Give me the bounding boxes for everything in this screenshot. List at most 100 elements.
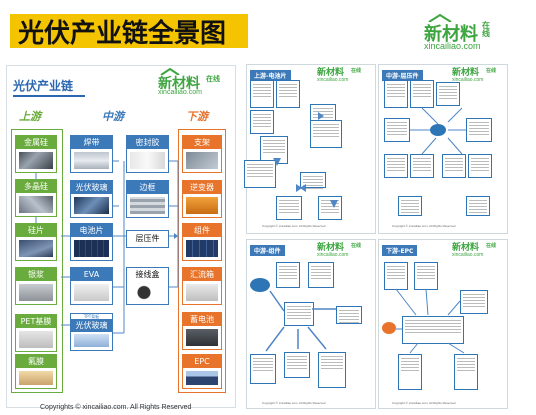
node-epc: EPC — [182, 354, 222, 389]
mini-box — [454, 354, 478, 390]
panel-copyright: Copyright © xincailiao.com. All Rights R… — [392, 224, 456, 228]
mini-box — [410, 80, 434, 108]
node-label: 边框 — [127, 181, 168, 194]
mini-box — [300, 172, 326, 188]
logo-tag: 在线 — [482, 21, 490, 38]
mini-box — [244, 160, 276, 188]
module-image — [186, 240, 218, 257]
logo-text: 新材料 — [158, 76, 200, 92]
mini-box — [318, 352, 346, 388]
panel-logo: 新材料 在线 xincailiao.com — [452, 239, 504, 261]
bracket-image — [186, 152, 218, 169]
logo-text: 新材料 — [317, 243, 345, 253]
pet-film-image — [19, 331, 53, 348]
logo-tag: 在线 — [486, 68, 497, 74]
logo-text: 新材料 — [317, 68, 345, 78]
mini-box — [250, 110, 274, 134]
mini-box — [284, 302, 314, 326]
node-ribbon: 焊带 — [70, 135, 113, 173]
mini-box — [250, 80, 274, 108]
node-label: 逆变器 — [183, 181, 221, 194]
node-combiner-box: 汇流箱 — [182, 267, 222, 305]
combiner-box-image — [186, 284, 218, 301]
brand-logo: 新材料 在线 xincailiao.com — [424, 14, 504, 52]
node-junction-box: 接线盒 — [126, 267, 169, 305]
node-label: 焊带 — [71, 136, 112, 149]
mini-box — [310, 104, 336, 122]
node-label: 氟膜 — [16, 355, 56, 368]
node-label: 金属硅 — [16, 136, 56, 149]
node-frame: 边框 — [126, 180, 169, 218]
node-metal-silicon: 金属硅 — [15, 135, 57, 173]
logo-url: xincailiao.com — [424, 41, 481, 51]
node-label: EVA — [71, 268, 112, 281]
battery-image — [186, 329, 218, 346]
node-cell: 电池片 — [70, 223, 113, 261]
mini-box — [260, 136, 288, 164]
stage-downstream-label: 下游 — [186, 110, 208, 123]
pv-glass-image — [74, 197, 109, 214]
cell-image — [74, 240, 109, 257]
node-inverter: 逆变器 — [182, 180, 222, 218]
center-node — [382, 322, 396, 334]
mini-box — [442, 154, 466, 178]
logo-url: xincailiao.com — [317, 252, 349, 258]
node-label: 光伏玻璃 — [71, 319, 112, 332]
logo-url: xincailiao.com — [452, 77, 484, 83]
stage-upstream-label: 上游 — [19, 110, 41, 123]
mini-box — [436, 82, 460, 106]
node-label: 层压件 — [127, 232, 168, 245]
logo-url: xincailiao.com — [158, 89, 202, 96]
node-laminate: 层压件 — [126, 230, 169, 248]
mini-box — [336, 306, 362, 324]
node-label: 蓄电池 — [183, 313, 221, 326]
node-label: 光伏玻璃 — [71, 181, 112, 194]
node-label: 密封胶 — [127, 136, 168, 149]
logo-tag: 在线 — [351, 243, 362, 249]
inverter-image — [186, 197, 218, 214]
node-bracket: 支架 — [182, 135, 222, 173]
ribbon-image — [74, 152, 109, 169]
mini-box — [398, 196, 422, 216]
panel-title: 中游-组件 — [250, 245, 285, 256]
stage-midstream-label: 中游 — [102, 110, 124, 123]
panel-copyright: Copyright © xincailiao.com. All Rights R… — [262, 401, 326, 405]
node-label: 电池片 — [71, 224, 112, 237]
node-label: 多晶硅 — [16, 180, 56, 193]
node-module: 组件 — [182, 223, 222, 261]
logo-url: xincailiao.com — [317, 77, 349, 83]
mini-box — [276, 80, 300, 108]
center-node — [250, 278, 270, 292]
node-label: 汇流箱 — [183, 268, 221, 281]
mini-box — [308, 262, 334, 288]
mini-box — [250, 354, 276, 384]
mini-box — [384, 118, 410, 142]
frame-image — [130, 197, 165, 214]
mini-box — [460, 290, 488, 314]
mini-box — [466, 118, 492, 142]
fluoro-film-image — [19, 371, 53, 385]
mini-box — [384, 80, 408, 108]
main-copyright: Copyrights © xincailiao.com. All Rights … — [40, 404, 192, 411]
sealant-image — [130, 152, 165, 169]
logo-text: 新材料 — [452, 243, 480, 253]
logo-tag: 在线 — [351, 68, 362, 74]
logo-url: xincailiao.com — [452, 252, 484, 258]
node-sealant: 密封胶 — [126, 135, 169, 173]
panel-copyright: Copyright © xincailiao.com. All Rights R… — [262, 224, 326, 228]
node-label: 组件 — [183, 224, 221, 237]
backsheet-tag: TPT背板 — [83, 314, 100, 319]
panel-arrows — [273, 112, 338, 208]
node-label: 接线盒 — [127, 268, 168, 281]
panel-title: 下游-EPC — [382, 245, 418, 256]
panel-arrows — [395, 288, 465, 354]
node-label: EPC — [183, 355, 221, 368]
polysilicon-image — [19, 196, 53, 213]
mini-box — [402, 316, 464, 344]
mini-box — [466, 196, 490, 216]
node-wafer: 硅片 — [15, 223, 57, 261]
silver-paste-image — [19, 284, 53, 301]
panel-logo: 新材料 在线 xincailiao.com — [452, 64, 504, 86]
mini-box — [276, 262, 300, 288]
mini-box — [468, 154, 492, 178]
